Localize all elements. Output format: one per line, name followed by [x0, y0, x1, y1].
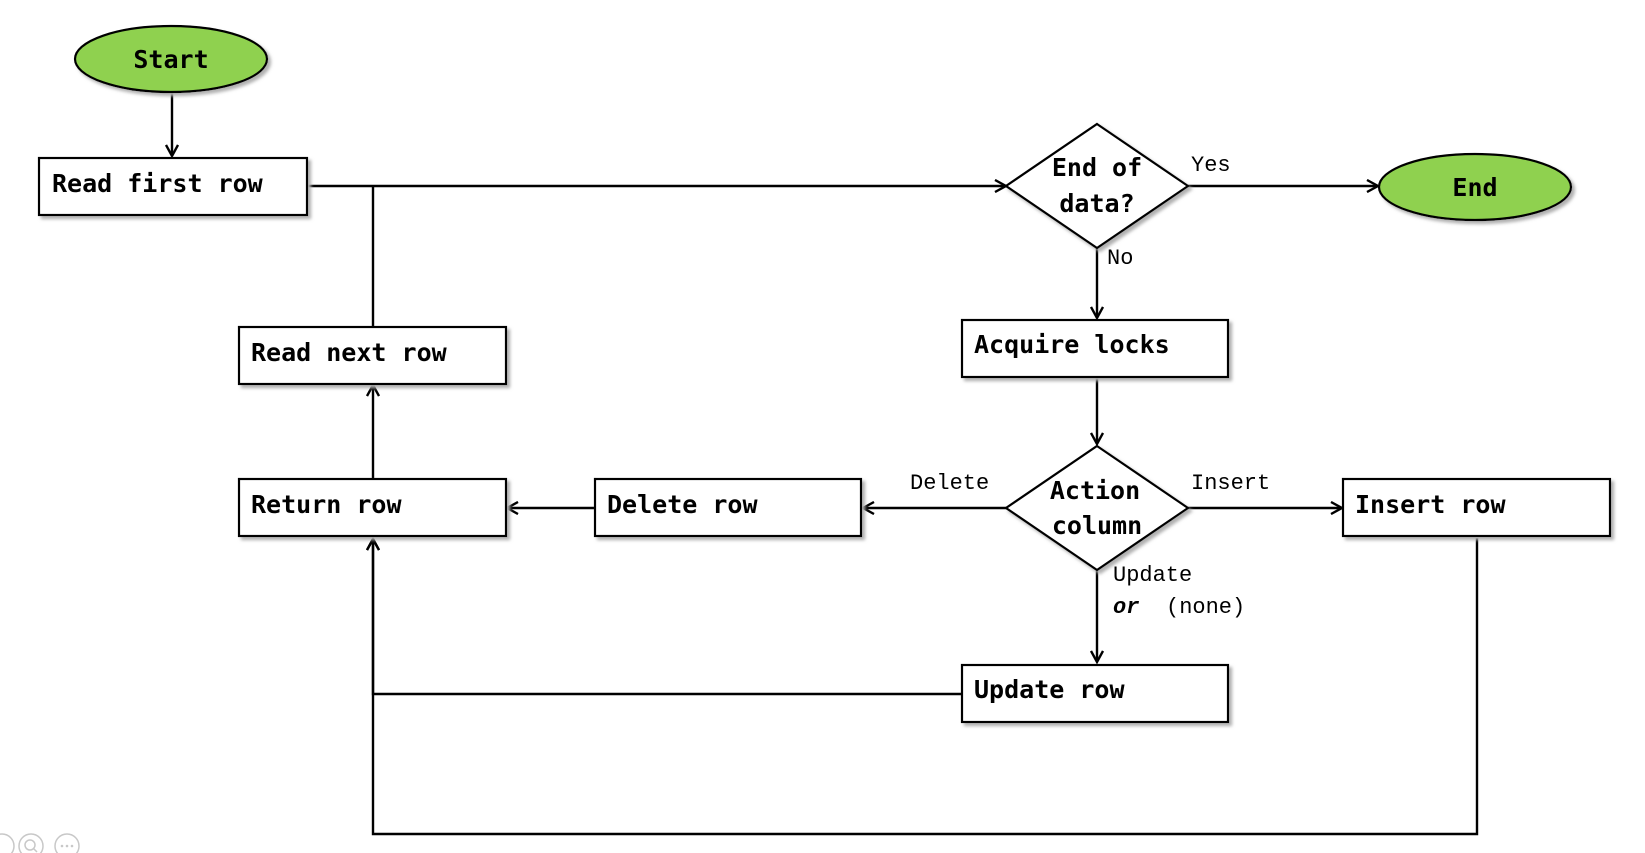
no-label: No [1107, 246, 1133, 271]
acquire-locks-node: Acquire locks [960, 318, 1230, 379]
start-node: Start [73, 24, 269, 94]
read-first-row-label: Read first row [52, 169, 264, 198]
viewer-controls[interactable] [0, 833, 80, 853]
edge-labels: Yes No Delete Insert Update or (none) [910, 153, 1270, 620]
edge-update-to-return [373, 539, 962, 696]
delete-row-node: Delete row [593, 477, 863, 538]
more-icon[interactable] [54, 833, 80, 853]
delete-label: Delete [910, 471, 989, 496]
update-row-label: Update row [974, 675, 1125, 704]
connectors [172, 90, 1479, 836]
zoom-out-icon[interactable] [0, 833, 15, 853]
update-row-node: Update row [960, 663, 1230, 724]
none-label: (none) [1166, 595, 1245, 620]
end-of-data-label-line2: data? [1059, 189, 1134, 218]
return-row-node: Return row [237, 477, 508, 538]
start-label: Start [133, 45, 208, 74]
read-first-row-node: Read first row [37, 156, 309, 217]
action-column-label-line1: Action [1050, 476, 1140, 505]
update-label: Update [1113, 563, 1192, 588]
end-of-data-label-line1: End of [1052, 153, 1142, 182]
insert-row-node: Insert row [1341, 477, 1612, 538]
zoom-in-icon[interactable] [18, 833, 44, 853]
action-column-label-line2: column [1052, 511, 1142, 540]
end-of-data-decision: End of data? [1004, 122, 1190, 250]
delete-row-label: Delete row [607, 490, 758, 519]
read-next-row-node: Read next row [237, 325, 508, 386]
return-row-label: Return row [251, 490, 402, 519]
or-label: or [1113, 595, 1139, 620]
action-column-decision: Action column [1004, 444, 1190, 572]
acquire-locks-label: Acquire locks [974, 330, 1170, 359]
edge-insert-to-return [373, 538, 1479, 836]
insert-label: Insert [1191, 471, 1270, 496]
end-label: End [1452, 173, 1497, 202]
yes-label: Yes [1191, 153, 1231, 178]
insert-row-label: Insert row [1355, 490, 1506, 519]
read-next-row-label: Read next row [251, 338, 448, 367]
end-node: End [1377, 152, 1573, 222]
